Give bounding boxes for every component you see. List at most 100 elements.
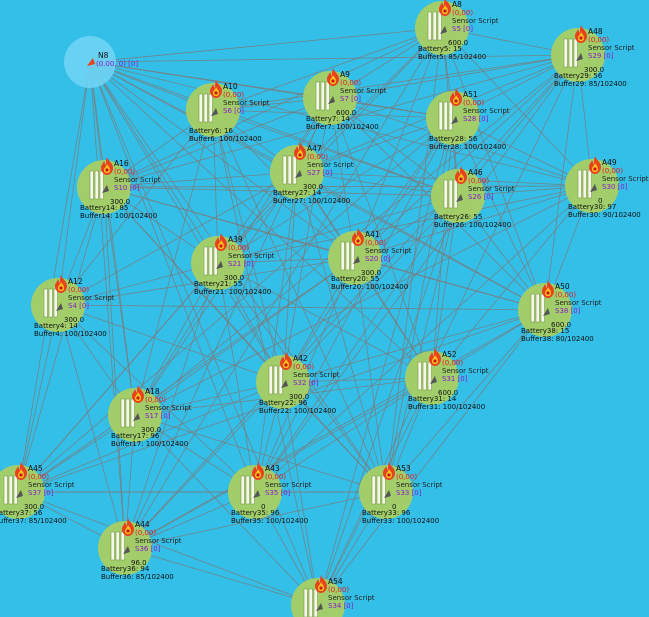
battery-bars-icon [325,81,330,111]
node-range-circle[interactable] [565,159,619,213]
sensor-node-icon[interactable] [440,26,447,34]
node-range-circle[interactable] [291,578,345,617]
network-link [89,61,126,549]
battery-bars-icon [278,365,283,395]
network-link [57,304,284,383]
node-range-circle[interactable] [186,83,240,137]
battery-bars-icon [448,101,453,131]
node-range-circle[interactable] [77,160,131,214]
network-link [17,491,319,606]
sensor-node-icon[interactable] [16,490,23,498]
node-range-circle[interactable] [270,145,324,199]
battery-bars-icon [268,365,273,395]
node-range-circle[interactable] [518,283,572,337]
network-link [57,304,256,493]
node-range-circle[interactable] [405,351,459,405]
network-link [354,185,593,259]
node-range-circle[interactable] [98,521,152,575]
network-link [317,54,579,606]
network-link [282,97,331,383]
sensor-node-icon[interactable] [384,490,391,498]
sensor-node-icon[interactable] [576,53,583,61]
network-link [89,27,443,63]
battery-bars-icon [198,93,203,123]
node-range-circle[interactable] [31,278,85,332]
sensor-node-icon[interactable] [430,376,437,384]
sensor-node-icon[interactable] [451,116,458,124]
network-link [212,109,319,606]
sensor-node-icon[interactable] [328,96,335,104]
battery-bars-icon [438,101,443,131]
battery-bars-icon [203,93,208,123]
network-link [317,117,454,606]
network-link [89,61,136,416]
battery-bars-icon [432,11,437,41]
network-link [89,61,356,259]
sensor-node-icon[interactable] [102,185,109,193]
node-range-circle[interactable] [426,91,480,145]
sensor-node-icon[interactable] [253,490,260,498]
sensor-node-icon[interactable] [56,303,63,311]
battery-bars-icon [13,475,18,505]
battery-bars-icon [381,475,386,505]
battery-bars-icon [422,361,427,391]
battery-bars-icon [120,531,125,561]
battery-bars-icon [273,365,278,395]
node-range-circle[interactable] [415,1,469,55]
battery-bars-icon [53,288,58,318]
node-range-circle[interactable] [228,465,282,519]
battery-bars-icon [48,288,53,318]
network-link [431,117,454,379]
sensor-node-icon[interactable] [295,170,302,178]
battery-bars-icon [89,170,94,200]
sensor-node-icon[interactable] [543,308,550,316]
battery-bars-icon [568,38,573,68]
battery-bars-icon [340,241,345,271]
node-range-circle[interactable] [108,388,162,442]
network-link [212,54,579,111]
network-link [89,61,219,264]
network-link [17,257,356,493]
battery-bars-icon [8,475,13,505]
network-link [134,185,593,416]
battery-bars-icon [563,38,568,68]
network-link [134,262,219,416]
node-range-circle[interactable] [328,231,382,285]
network-link [212,109,459,197]
node-range-circle[interactable] [431,169,485,223]
node-range-circle[interactable] [551,28,605,82]
sensor-node-icon[interactable] [353,256,360,264]
sink-node-icon[interactable] [87,58,95,66]
network-link [57,304,546,311]
sensor-node-icon[interactable] [281,380,288,388]
sensor-node-icon[interactable] [590,184,597,192]
sensor-node-icon[interactable] [133,413,140,421]
sensor-node-icon[interactable] [216,261,223,269]
network-link [124,309,546,549]
network-link [217,195,459,264]
network-link [354,257,546,311]
battery-bars-icon [3,475,8,505]
node-range-circle[interactable] [303,71,357,125]
battery-bars-icon [292,155,297,185]
node-range-circle[interactable] [256,355,310,409]
battery-bars-icon [208,246,213,276]
network-link [89,61,256,493]
network-link [57,171,298,306]
network-link [57,304,126,549]
sensor-node-icon[interactable] [123,546,130,554]
battery-bars-icon [110,531,115,561]
network-link [17,186,105,493]
battery-bars-icon [587,169,592,199]
sensor-node-icon[interactable] [456,194,463,202]
battery-bars-icon [120,398,125,428]
network-link [296,117,454,173]
node-range-circle[interactable] [359,465,413,519]
network-link [124,54,579,549]
node-range-circle[interactable] [191,236,245,290]
network-link [89,61,433,379]
sensor-node-icon[interactable] [316,603,323,611]
sensor-node-icon[interactable] [211,108,218,116]
